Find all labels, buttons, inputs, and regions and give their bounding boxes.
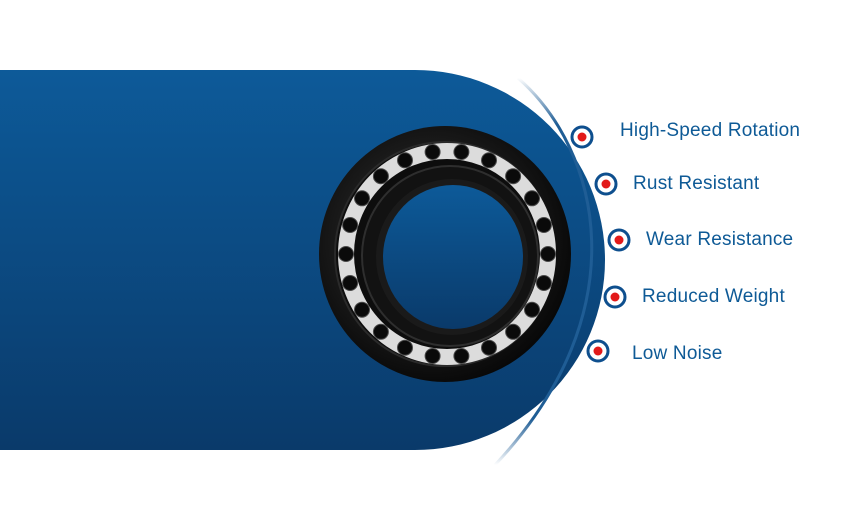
bearing-ball — [535, 275, 552, 291]
bearing-ball — [338, 246, 354, 262]
bearing-ball — [453, 348, 470, 364]
bearing-ball — [397, 152, 413, 169]
bearing-ball — [372, 168, 389, 185]
bearing-ball — [540, 246, 556, 262]
feature-dot-icon — [570, 125, 594, 149]
bearing-ball — [342, 275, 359, 291]
bearing-ball — [424, 144, 441, 160]
decorative-arc — [493, 76, 594, 467]
bearing-ball — [505, 168, 522, 185]
feature-label-reduced-weight: Reduced Weight — [642, 286, 785, 307]
bearing-ball — [535, 217, 552, 233]
bearing-ball — [424, 348, 441, 364]
bearing-ball — [397, 339, 413, 356]
feature-dot-icon — [603, 285, 627, 309]
bearing-ball — [481, 152, 497, 169]
bearing-ball — [453, 144, 470, 160]
bearing-ball — [524, 301, 540, 318]
feature-dot-icon — [607, 228, 631, 252]
feature-label-wear-resistance: Wear Resistance — [646, 229, 794, 250]
feature-label-low-noise: Low Noise — [632, 343, 723, 364]
bearing-ball — [342, 217, 359, 233]
bearing-ball — [354, 301, 370, 318]
bearing-ball — [372, 323, 389, 340]
bearing-ball — [354, 190, 370, 207]
feature-label-high-speed-rotation: High-Speed Rotation — [620, 120, 801, 141]
feature-label-rust-resistant: Rust Resistant — [633, 173, 760, 194]
bearing-ball — [481, 339, 497, 356]
feature-dot-icon — [594, 172, 618, 196]
bearing-ball — [505, 323, 522, 340]
bearing-icon — [319, 126, 571, 382]
feature-dot-icon — [586, 339, 610, 363]
bearing-ball — [524, 190, 540, 207]
